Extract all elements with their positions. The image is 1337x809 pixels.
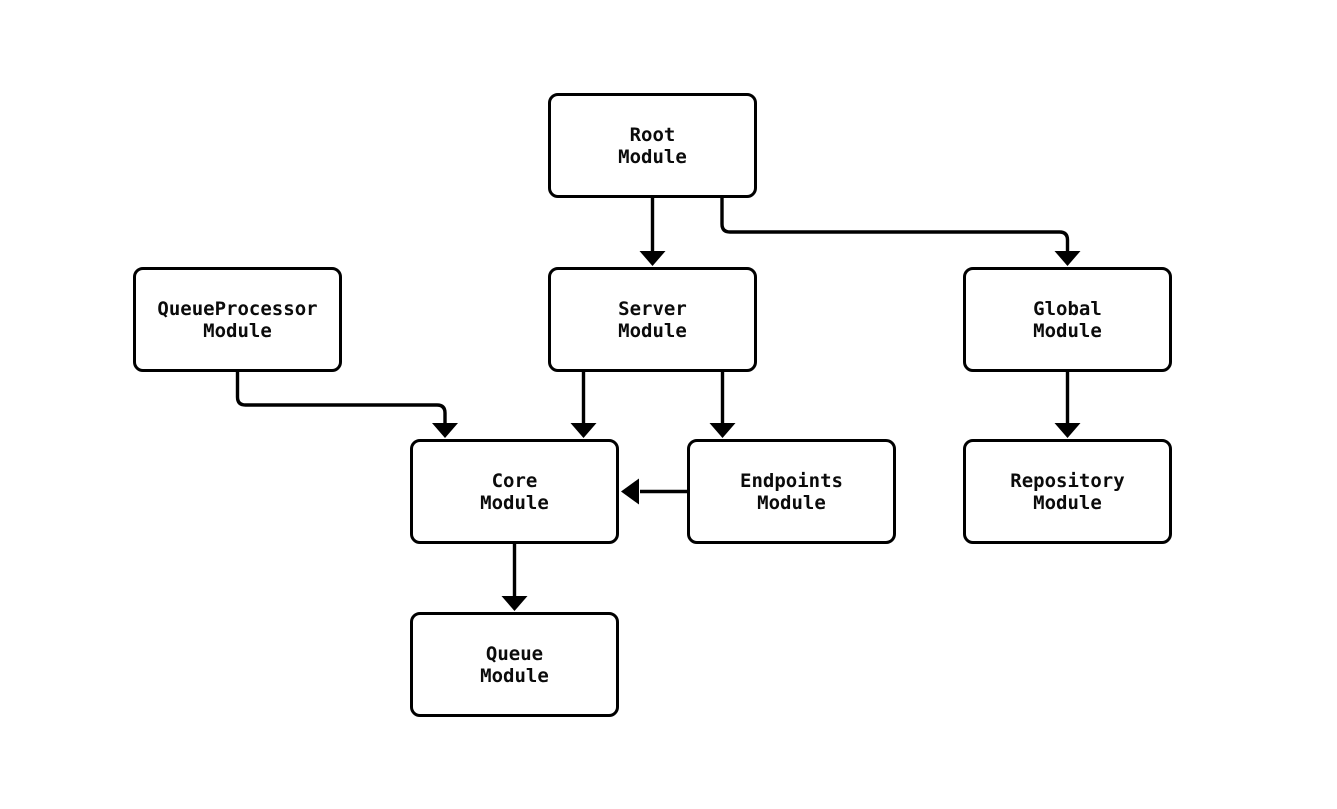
node-queue-module-label: Queue Module (480, 642, 549, 687)
node-global-module: Global Module (963, 267, 1172, 372)
node-root-module: Root Module (548, 93, 757, 198)
node-core-module-label: Core Module (480, 469, 549, 514)
edge-core-to-queue (501, 544, 528, 611)
node-root-module-label: Root Module (618, 123, 687, 168)
node-endpoints-module-label: Endpoints Module (740, 469, 843, 514)
edge-server-to-core (570, 372, 597, 438)
node-server-module-label: Server Module (618, 297, 687, 342)
edge-queueprocessor-to-core (235, 372, 458, 438)
node-core-module: Core Module (410, 439, 619, 544)
node-repository-module: Repository Module (963, 439, 1172, 544)
edge-endpoints-to-core (621, 478, 687, 505)
node-queue-module: Queue Module (410, 612, 619, 717)
edge-global-to-repository (1054, 372, 1081, 438)
node-repository-module-label: Repository Module (1010, 469, 1125, 514)
node-endpoints-module: Endpoints Module (687, 439, 896, 544)
edge-server-to-endpoints (709, 372, 736, 438)
edge-root-to-server (639, 198, 666, 266)
node-server-module: Server Module (548, 267, 757, 372)
node-queueprocessor-module: QueueProcessor Module (133, 267, 342, 372)
node-queueprocessor-module-label: QueueProcessor Module (157, 297, 318, 342)
edge-root-to-global (720, 198, 1081, 266)
node-global-module-label: Global Module (1033, 297, 1102, 342)
